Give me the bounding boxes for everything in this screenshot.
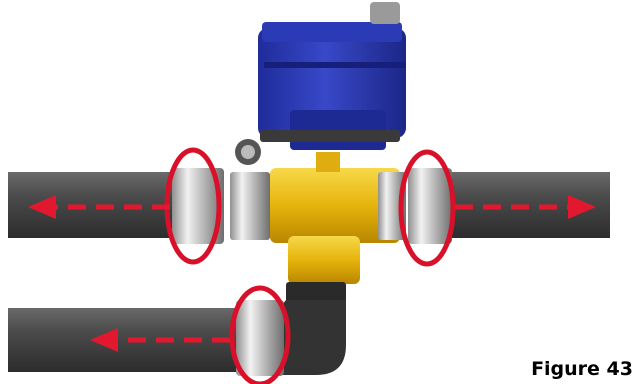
fitting-upper-left-nut xyxy=(230,172,270,240)
fitting-upper-right xyxy=(408,168,452,244)
clamp-nut xyxy=(235,139,261,165)
figure-caption: Figure 43 xyxy=(531,358,633,380)
actuator xyxy=(258,2,406,150)
fitting-lower xyxy=(236,300,284,376)
